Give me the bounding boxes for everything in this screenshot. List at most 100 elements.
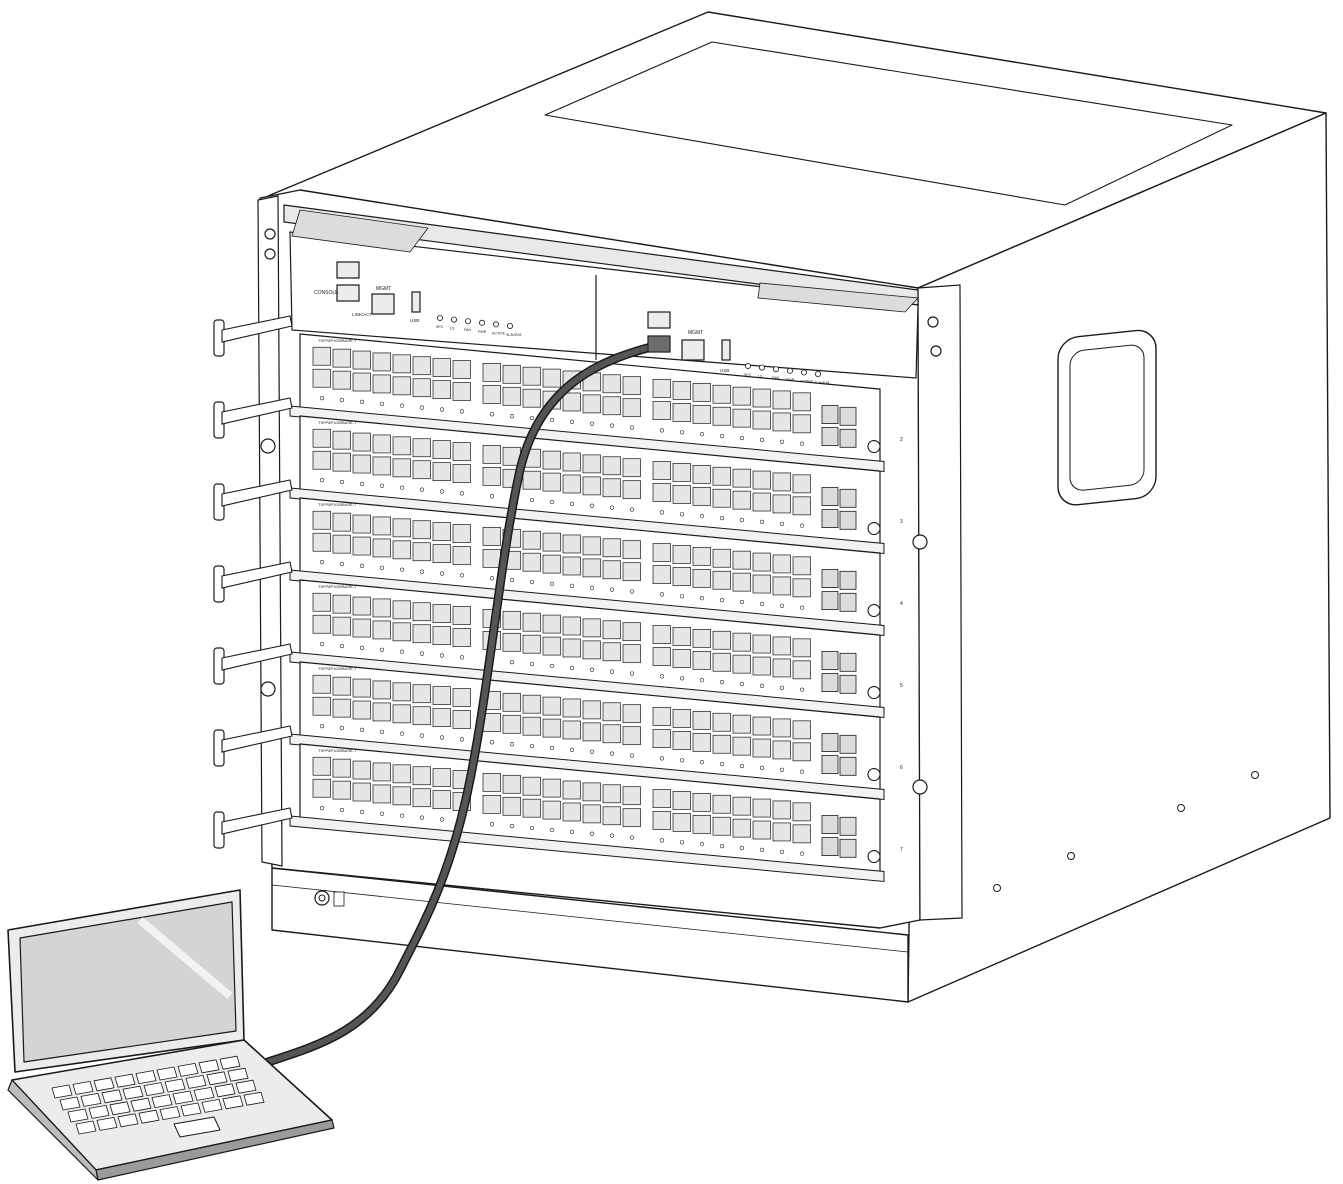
rj45-port — [372, 538, 391, 558]
rj45-port — [692, 710, 711, 730]
port-led — [529, 415, 535, 421]
port-led — [379, 729, 385, 734]
rj45-port — [482, 549, 501, 568]
rj45-port — [312, 592, 331, 612]
status-led-label: SLAVE/M — [506, 333, 521, 337]
rj45-port — [542, 636, 561, 656]
left-rack-ear — [257, 195, 283, 867]
card-thumbscrew — [867, 849, 881, 864]
rj45-port — [712, 406, 731, 426]
laptop-key — [198, 1059, 220, 1074]
port-led — [399, 813, 405, 818]
line-card-model-label: TSFP8P1000BASE-T — [318, 420, 357, 425]
laptop-key — [243, 1091, 265, 1106]
rj45-port — [692, 792, 711, 812]
laptop-key — [135, 1070, 157, 1084]
sfp-port — [821, 815, 839, 834]
status-led — [745, 362, 752, 369]
side-rivet — [1177, 804, 1185, 812]
rj45-port — [752, 820, 771, 840]
usb-port-1 — [411, 291, 421, 313]
slot-number-label: 4 — [900, 601, 903, 607]
console-label: CONSOLE — [314, 290, 339, 296]
port-led — [439, 735, 445, 740]
rj45-port — [352, 700, 371, 720]
port-led — [419, 733, 425, 738]
rj45-port — [432, 790, 451, 809]
port-led — [699, 760, 705, 765]
status-led-label: LS — [758, 375, 763, 379]
right-rack-ear — [912, 284, 963, 921]
port-led — [529, 661, 535, 667]
port-led — [439, 653, 445, 658]
rj45-port — [502, 386, 521, 406]
rj45-port — [622, 786, 641, 806]
rj45-port — [752, 716, 771, 736]
rj45-port — [332, 616, 351, 636]
rj45-port — [732, 796, 751, 816]
rj45-port — [752, 656, 771, 676]
port-led — [799, 769, 805, 774]
slot-number-label: 7 — [900, 847, 903, 853]
rj45-port — [602, 560, 621, 580]
rj45-port — [392, 376, 411, 396]
card-thumbscrew — [867, 439, 881, 454]
rj45-port — [412, 356, 431, 376]
rj45-port — [432, 626, 451, 645]
rj45-port — [562, 802, 581, 822]
mgmt-port-2 — [681, 339, 705, 361]
port-led — [609, 751, 615, 756]
port-led — [699, 596, 705, 601]
port-led — [719, 433, 725, 439]
laptop-key — [156, 1066, 178, 1081]
rj45-port — [792, 496, 811, 516]
port-led — [589, 503, 595, 508]
laptop-key — [117, 1113, 139, 1128]
rj45-port — [542, 718, 561, 738]
rj45-port — [392, 354, 411, 374]
port-led — [489, 822, 495, 827]
link-act-label: LINK/ACT — [352, 312, 373, 317]
rj45-port — [652, 543, 671, 562]
laptop-key — [201, 1099, 223, 1113]
rj45-port — [792, 474, 811, 494]
rj45-port — [792, 556, 811, 576]
port-led — [549, 663, 555, 669]
port-led — [549, 499, 555, 505]
port-led — [759, 437, 765, 442]
port-led — [529, 579, 535, 585]
laptop-key — [151, 1094, 173, 1108]
laptop-key — [72, 1081, 94, 1095]
rj45-port — [712, 384, 731, 404]
rj45-port — [752, 388, 771, 408]
rj45-port — [372, 702, 391, 722]
ejector-lever — [221, 561, 293, 589]
rj45-port — [772, 576, 791, 596]
rj45-port — [692, 628, 711, 648]
port-led — [679, 594, 685, 599]
laptop-key — [235, 1079, 257, 1094]
rj45-port — [622, 376, 641, 396]
side-details — [993, 329, 1259, 892]
port-led — [739, 599, 745, 605]
rj45-port — [732, 714, 751, 734]
rj45-port — [352, 782, 371, 802]
rj45-port — [602, 784, 621, 804]
rj45-port — [712, 712, 731, 732]
laptop-key — [143, 1082, 165, 1096]
port-led — [569, 419, 575, 424]
port-led — [609, 505, 615, 510]
rj45-port — [312, 674, 331, 694]
port-led — [609, 669, 615, 674]
rj45-port — [522, 470, 541, 490]
rj45-port — [582, 536, 601, 556]
rj45-port — [672, 791, 691, 810]
rj45-port — [732, 632, 751, 652]
sfp-port — [839, 652, 857, 672]
port-led — [379, 401, 385, 406]
rj45-port — [792, 638, 811, 658]
port-led — [419, 815, 425, 820]
rj45-port — [502, 714, 521, 734]
port-led — [319, 723, 325, 729]
sfp-port — [839, 838, 857, 858]
